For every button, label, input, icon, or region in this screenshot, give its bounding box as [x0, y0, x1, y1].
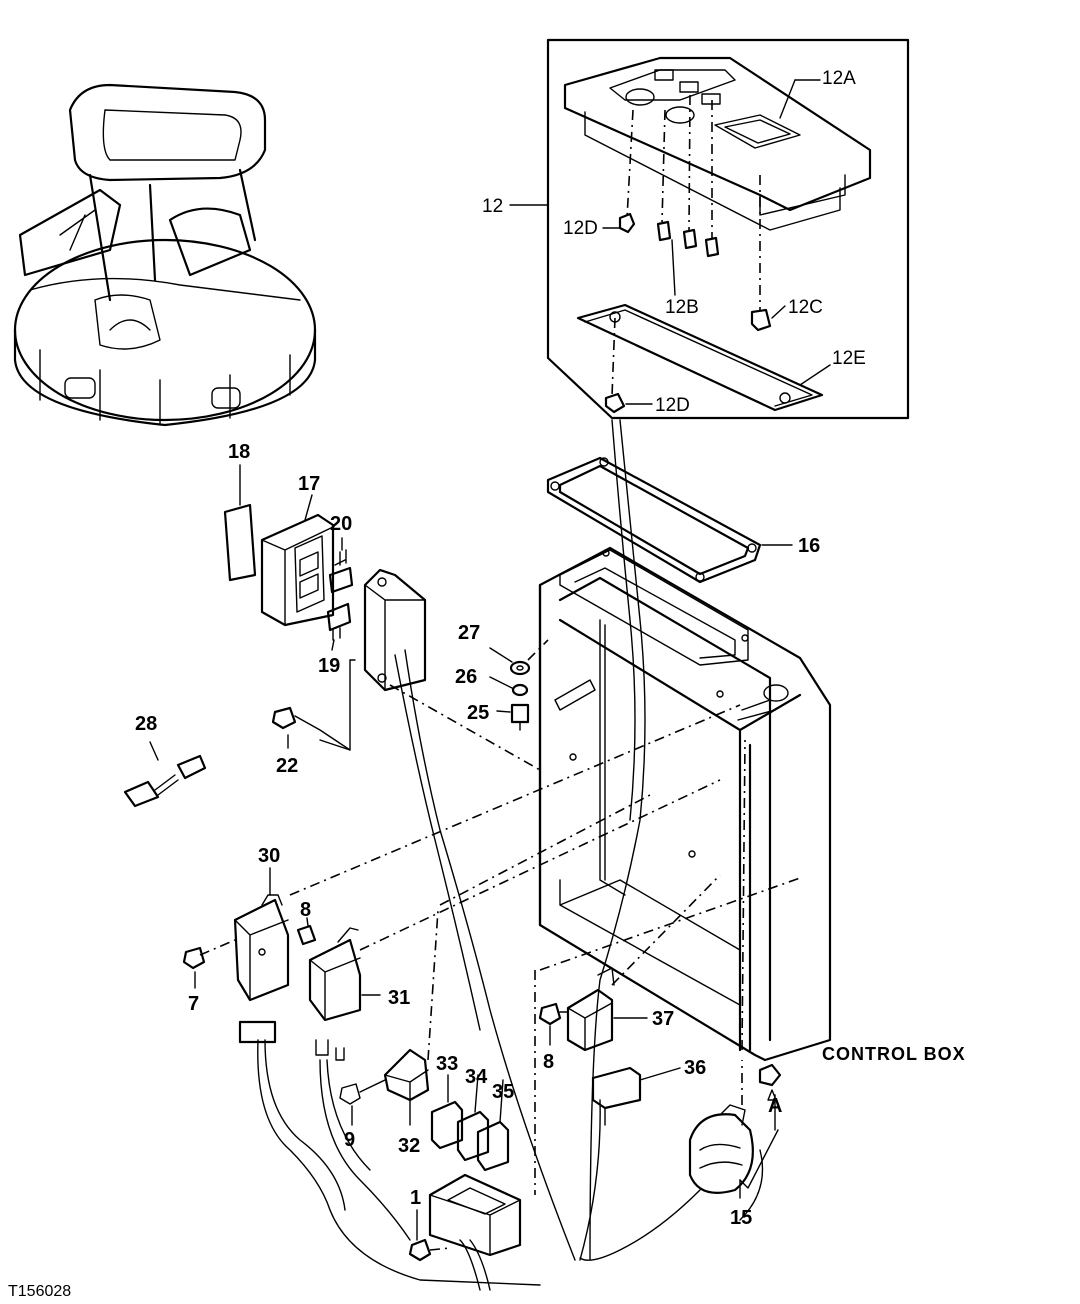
connector-28: [123, 741, 207, 808]
label-19: 19: [318, 655, 340, 677]
label-35: 35: [492, 1081, 514, 1103]
label-28: 28: [135, 713, 157, 735]
part-labels: 12A 12 12D 12B 12C 12E 12D 18 17 20 16 2…: [8, 68, 966, 1300]
relay-30-31: [182, 704, 741, 1022]
label-18: 18: [228, 441, 250, 463]
label-26: 26: [455, 666, 477, 688]
label-17: 17: [298, 473, 320, 495]
relays-32-35: [238, 909, 510, 1172]
label-22: 22: [276, 755, 298, 777]
label-16: 16: [798, 535, 820, 557]
label-30: 30: [258, 845, 280, 867]
label-20: 20: [330, 513, 352, 535]
control-box-caption: CONTROL BOX: [822, 1044, 966, 1064]
label-37: 37: [652, 1008, 674, 1030]
label-12B: 12B: [665, 297, 699, 318]
label-A: A: [768, 1095, 782, 1117]
label-33: 33: [436, 1053, 458, 1075]
controller-bracket: [319, 568, 541, 771]
label-31: 31: [388, 987, 410, 1009]
control-box-housing: [538, 546, 832, 1062]
relay-36-37: [538, 874, 801, 1126]
excavator-overview-drawing: [13, 83, 317, 427]
key-switch-15: [688, 699, 782, 1199]
label-8-left: 8: [300, 899, 311, 921]
label-12D-bottom: 12D: [655, 395, 690, 416]
label-12A: 12A: [822, 68, 856, 89]
label-27: 27: [458, 622, 480, 644]
label-7: 7: [188, 993, 199, 1015]
relay-box-1: [408, 970, 536, 1262]
monitor-panel-box: [509, 38, 910, 420]
label-9: 9: [344, 1129, 355, 1151]
label-12: 12: [482, 196, 503, 217]
label-32: 32: [398, 1135, 420, 1157]
label-25: 25: [467, 702, 489, 724]
gasket-16: [546, 456, 793, 584]
label-1: 1: [410, 1187, 421, 1209]
fuse-box-group: [223, 464, 354, 651]
label-12D-top: 12D: [563, 218, 598, 239]
figure-reference: T156028: [8, 1283, 71, 1300]
label-36: 36: [684, 1057, 706, 1079]
label-8-right: 8: [543, 1051, 554, 1073]
label-12E: 12E: [832, 348, 866, 369]
hardware-small: [271, 639, 549, 751]
label-15: 15: [730, 1207, 752, 1229]
wiring-harness: [257, 419, 764, 1291]
label-12C: 12C: [788, 297, 823, 318]
label-34: 34: [465, 1066, 488, 1088]
